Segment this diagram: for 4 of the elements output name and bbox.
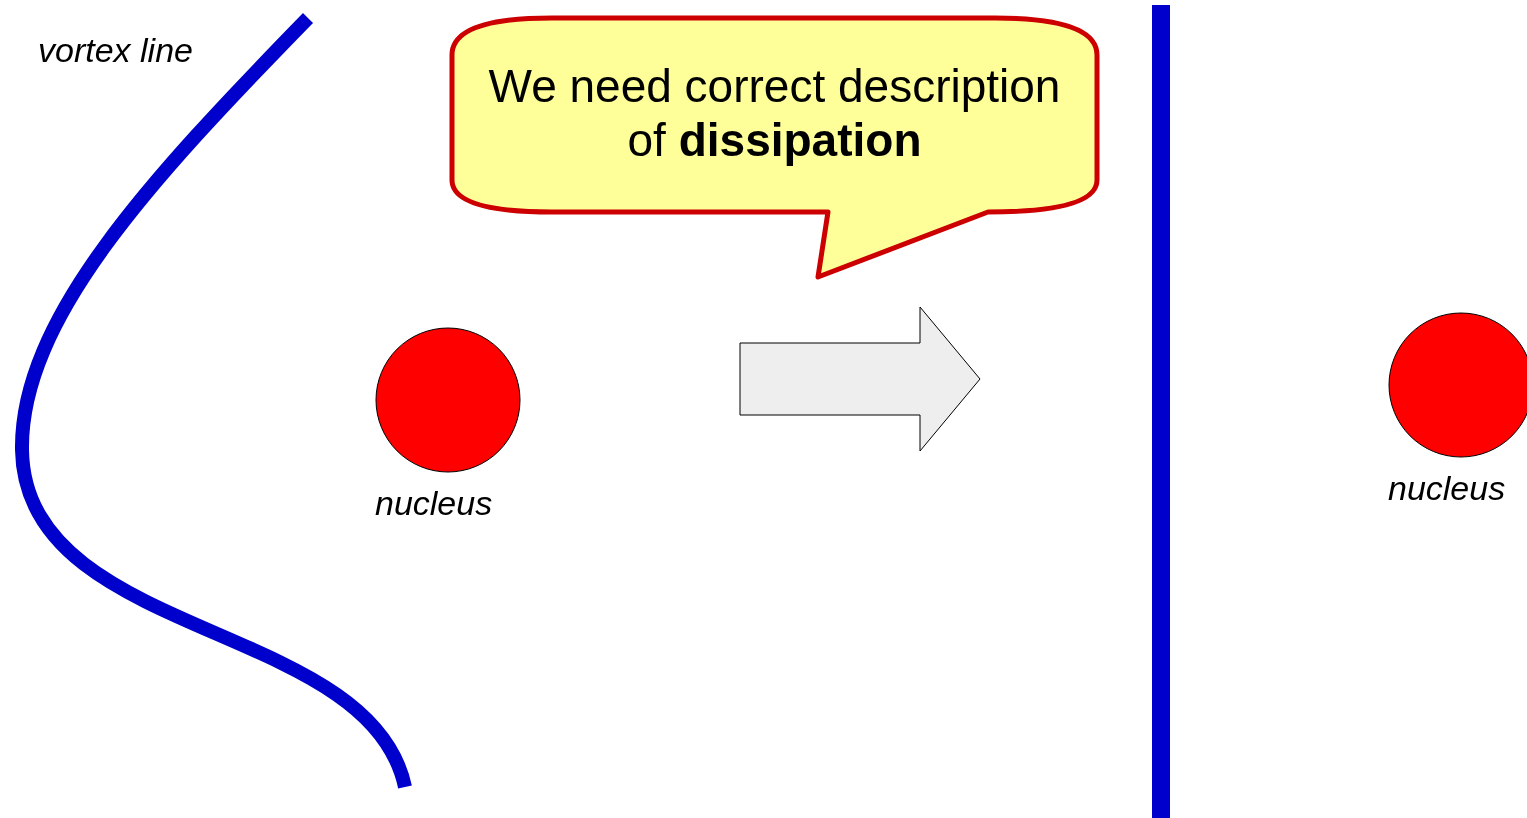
vortex-line-label: vortex line xyxy=(38,33,193,67)
nucleus-label: nucleus xyxy=(1388,471,1506,505)
nucleus-label: nucleus xyxy=(375,486,493,520)
callout-text: We need correct description of dissipation xyxy=(487,59,1062,167)
